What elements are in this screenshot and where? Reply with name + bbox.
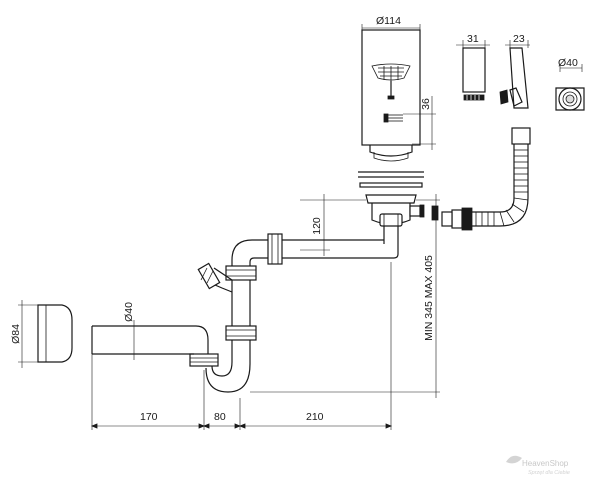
- length-3-label: 210: [306, 411, 324, 423]
- rosette-diameter-label: Ø84: [10, 324, 22, 344]
- dim-drain-offset: 120: [300, 194, 366, 256]
- pipe-diameter-label: Ø40: [123, 302, 135, 322]
- overflow-rosette: 23: [499, 33, 530, 109]
- u-trap: [189, 353, 251, 393]
- overflow-width-label-2: 23: [513, 33, 525, 45]
- dim-strainer-diameter: Ø114: [361, 15, 421, 32]
- watermark-brand: HeavenShop: [522, 459, 569, 468]
- overflow-cover: 31: [456, 33, 490, 101]
- overflow-fitting-front: Ø40: [555, 57, 585, 111]
- wall-rosette: [37, 304, 73, 363]
- dim-rosette-diameter: Ø84: [10, 300, 38, 368]
- length-1-label: 170: [140, 411, 158, 423]
- height-range-label: MIN 345 MAX 405: [423, 255, 435, 341]
- strainer-height-label: 36: [420, 98, 432, 110]
- strainer-diameter-label: Ø114: [376, 15, 401, 27]
- overflow-fitting-diameter-label: Ø40: [558, 57, 578, 69]
- dim-pipe-diameter: Ø40: [123, 302, 138, 360]
- dim-height-range: MIN 345 MAX 405: [250, 194, 440, 398]
- vertical-riser: [225, 280, 257, 364]
- strainer-basket: [358, 29, 425, 227]
- watermark-tagline: Sprzęt dla Ciebie: [528, 470, 570, 476]
- dishwasher-spigot: [197, 262, 233, 293]
- overflow-hose: [431, 127, 531, 231]
- watermark: HeavenShop Sprzęt dla Ciebie: [506, 455, 570, 476]
- overflow-width-label-1: 31: [467, 33, 479, 45]
- upper-horizontal-pipe: [267, 233, 394, 265]
- upper-elbow: [225, 239, 268, 281]
- drain-offset-label: 120: [311, 217, 323, 235]
- waste-pipe: [91, 325, 209, 355]
- drain-outlet-pipe: [383, 226, 399, 259]
- dim-bottom-lengths: 170 80 210: [90, 262, 393, 430]
- dim-strainer-height: 36: [403, 96, 436, 150]
- length-2-label: 80: [214, 411, 226, 423]
